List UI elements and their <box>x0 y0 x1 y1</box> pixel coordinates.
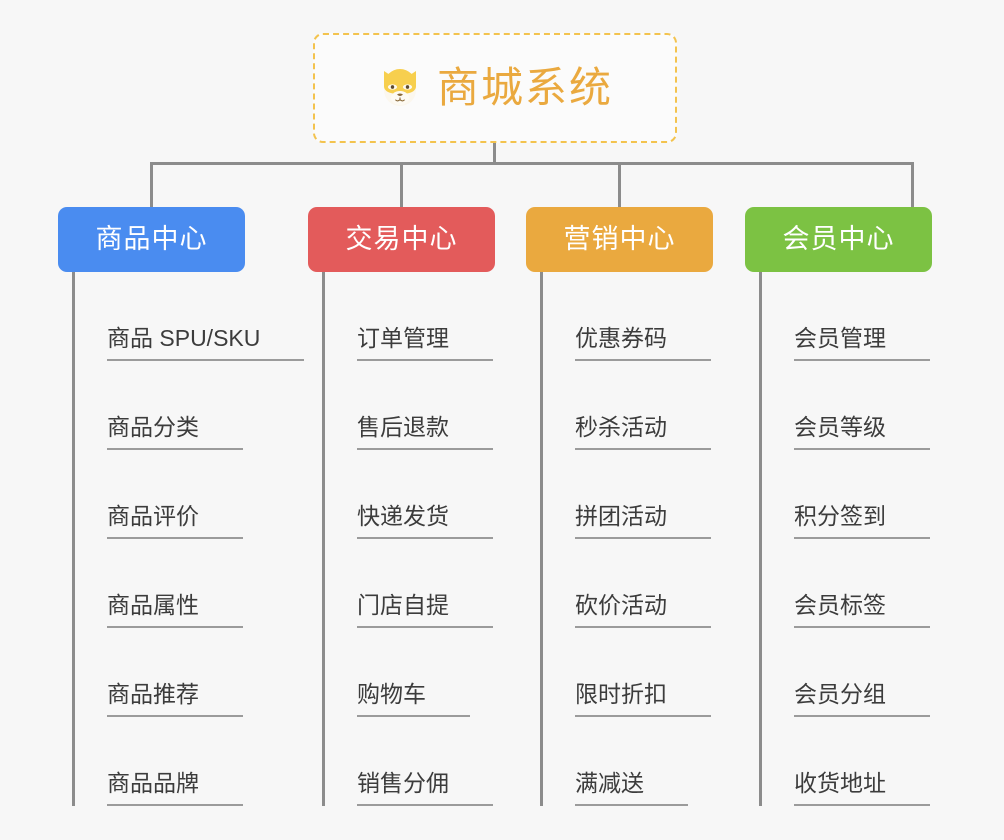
branch-header-3[interactable]: 营销中心 <box>526 207 713 272</box>
child-label: 商品推荐 <box>107 683 243 717</box>
branch-children-3: 优惠券码 秒杀活动 拼团活动 砍价活动 限时折扣 满减送 <box>540 272 713 806</box>
list-item[interactable]: 限时折扣 <box>543 628 713 717</box>
connector-drop-3 <box>618 162 621 208</box>
connector-drop-2 <box>400 162 403 208</box>
child-label: 销售分佣 <box>357 772 493 806</box>
list-item[interactable]: 积分签到 <box>762 450 932 539</box>
list-item[interactable]: 购物车 <box>325 628 495 717</box>
branch-children-2: 订单管理 售后退款 快递发货 门店自提 购物车 销售分佣 <box>322 272 495 806</box>
root-node[interactable]: 商城系统 <box>313 33 677 143</box>
list-item[interactable]: 会员管理 <box>762 272 932 361</box>
root-title: 商城系统 <box>436 64 613 111</box>
connector-drop-4 <box>911 162 914 208</box>
list-item[interactable]: 优惠券码 <box>543 272 713 361</box>
list-item[interactable]: 拼团活动 <box>543 450 713 539</box>
branch-header-4[interactable]: 会员中心 <box>745 207 932 272</box>
branch-header-2[interactable]: 交易中心 <box>308 207 495 272</box>
branch-children-1: 商品 SPU/SKU 商品分类 商品评价 商品属性 商品推荐 商品品牌 <box>72 272 305 806</box>
list-item[interactable]: 会员等级 <box>762 361 932 450</box>
child-label: 商品属性 <box>107 594 243 628</box>
child-label: 订单管理 <box>357 327 493 361</box>
child-label: 优惠券码 <box>575 327 711 361</box>
dog-face-icon <box>377 65 423 111</box>
child-label: 商品品牌 <box>107 772 243 806</box>
list-item[interactable]: 砍价活动 <box>543 539 713 628</box>
child-label: 满减送 <box>575 772 688 806</box>
child-label: 会员管理 <box>794 327 930 361</box>
branch-children-4: 会员管理 会员等级 积分签到 会员标签 会员分组 收货地址 <box>759 272 932 806</box>
list-item[interactable]: 商品品牌 <box>75 717 304 806</box>
list-item[interactable]: 销售分佣 <box>325 717 495 806</box>
branch-product-center: 商品中心 商品 SPU/SKU 商品分类 商品评价 商品属性 商品推荐 商品品牌 <box>58 207 305 806</box>
child-label: 积分签到 <box>794 505 930 539</box>
child-label: 商品评价 <box>107 505 243 539</box>
child-label: 收货地址 <box>794 772 930 806</box>
child-label: 会员标签 <box>794 594 930 628</box>
connector-bus <box>150 162 914 165</box>
list-item[interactable]: 会员分组 <box>762 628 932 717</box>
list-item[interactable]: 商品推荐 <box>75 628 304 717</box>
list-item[interactable]: 订单管理 <box>325 272 495 361</box>
child-label: 商品分类 <box>107 416 243 450</box>
branch-trade-center: 交易中心 订单管理 售后退款 快递发货 门店自提 购物车 销售分佣 <box>308 207 495 806</box>
list-item[interactable]: 售后退款 <box>325 361 495 450</box>
connector-stem <box>493 143 496 164</box>
child-label: 拼团活动 <box>575 505 711 539</box>
list-item[interactable]: 商品 SPU/SKU <box>75 272 305 361</box>
child-label: 会员分组 <box>794 683 930 717</box>
list-item[interactable]: 秒杀活动 <box>543 361 713 450</box>
list-item[interactable]: 门店自提 <box>325 539 495 628</box>
connector-drop-1 <box>150 162 153 208</box>
child-label: 快递发货 <box>357 505 493 539</box>
list-item[interactable]: 收货地址 <box>762 717 932 806</box>
branch-marketing-center: 营销中心 优惠券码 秒杀活动 拼团活动 砍价活动 限时折扣 满减送 <box>526 207 713 806</box>
list-item[interactable]: 商品评价 <box>75 450 304 539</box>
branch-header-1[interactable]: 商品中心 <box>58 207 245 272</box>
child-label: 售后退款 <box>357 416 493 450</box>
list-item[interactable]: 商品分类 <box>75 361 304 450</box>
child-label: 购物车 <box>357 683 470 717</box>
list-item[interactable]: 快递发货 <box>325 450 495 539</box>
branch-member-center: 会员中心 会员管理 会员等级 积分签到 会员标签 会员分组 收货地址 <box>745 207 932 806</box>
child-label: 会员等级 <box>794 416 930 450</box>
child-label: 门店自提 <box>357 594 493 628</box>
list-item[interactable]: 满减送 <box>543 717 713 806</box>
child-label: 限时折扣 <box>575 683 711 717</box>
list-item[interactable]: 会员标签 <box>762 539 932 628</box>
child-label: 秒杀活动 <box>575 416 711 450</box>
list-item[interactable]: 商品属性 <box>75 539 304 628</box>
child-label: 砍价活动 <box>575 594 711 628</box>
child-label: 商品 SPU/SKU <box>107 327 305 361</box>
